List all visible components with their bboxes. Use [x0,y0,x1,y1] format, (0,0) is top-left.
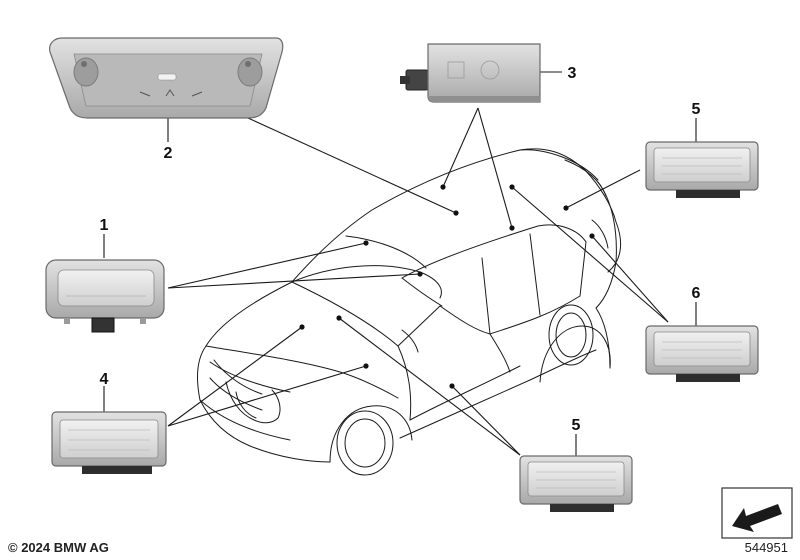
part-2-overhead-console [49,37,284,119]
callout-2: 2 [164,145,173,162]
leader-lines [103,71,697,456]
callout-4: 4 [100,371,109,388]
callout-5-bottom: 5 [572,417,581,434]
callout-1: 1 [100,217,109,234]
car-outline [197,148,622,476]
copyright-text: © 2024 BMW AG [8,540,109,555]
part-5-light-bottom [519,455,633,512]
leader-dots [299,184,595,389]
part-1-interior-light [45,259,165,333]
arrow-icon [721,487,793,539]
diagram-id: 544951 [744,540,788,555]
part-4-footwell-light [51,411,167,474]
callout-3: 3 [568,65,577,82]
callout-5-top: 5 [692,101,701,118]
part-5-light-top [645,141,759,198]
callout-6: 6 [692,285,701,302]
part-6-light [645,325,759,382]
part-3-control-module [400,43,541,103]
